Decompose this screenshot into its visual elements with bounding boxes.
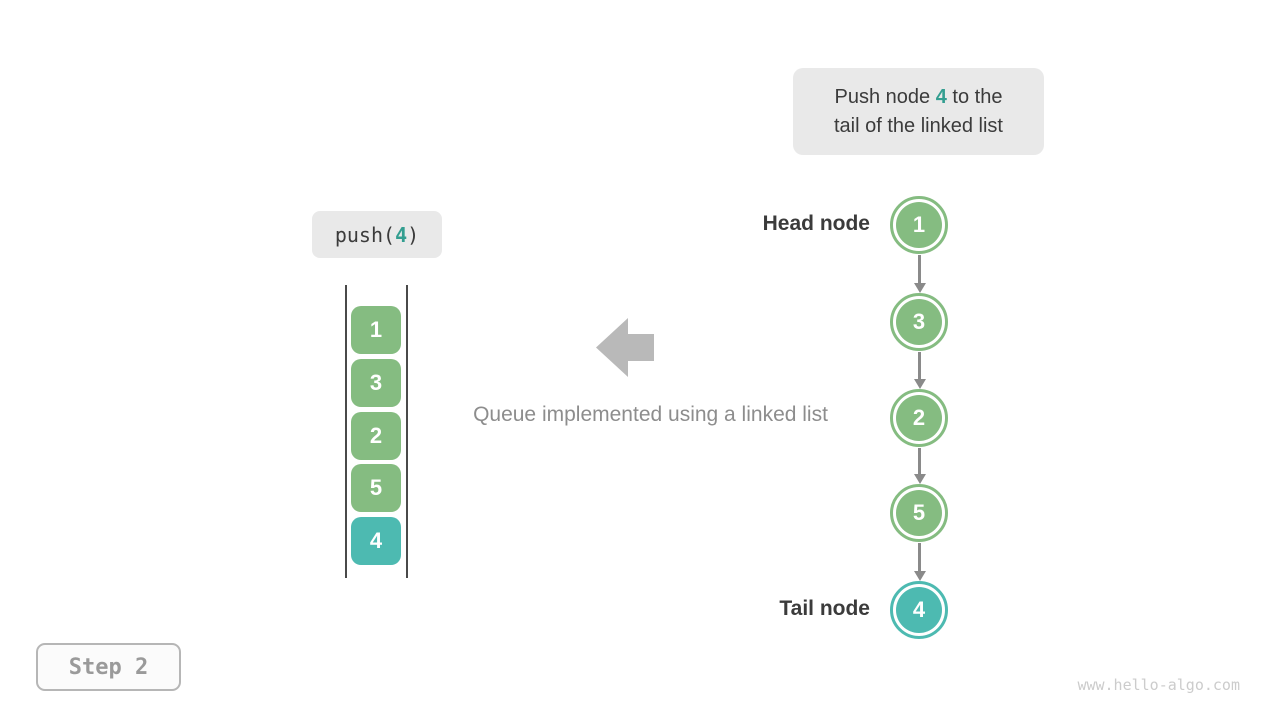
queue-rail-left: [345, 285, 347, 578]
push-call-pre: push(: [334, 222, 396, 247]
queue-item: 2: [351, 412, 401, 460]
linked-list-node: 2: [890, 389, 948, 447]
node-value: 4: [896, 587, 942, 633]
queue-item: 1: [351, 306, 401, 354]
instruction-bubble: Push node 4 to the tail of the linked li…: [793, 68, 1044, 155]
linked-list-node: 4: [890, 581, 948, 639]
push-call-arg: 4: [395, 222, 408, 247]
watermark-url: www.hello-algo.com: [1077, 676, 1240, 694]
linked-list-node: 5: [890, 484, 948, 542]
left-arrow-icon: [596, 318, 654, 377]
instruction-text: Push node 4 to the tail of the linked li…: [834, 83, 1003, 141]
queue-item: 3: [351, 359, 401, 407]
linked-list-node: 3: [890, 293, 948, 351]
linked-list-node: 1: [890, 196, 948, 254]
instruction-highlight-value: 4: [935, 85, 947, 108]
push-call-post: ): [407, 222, 420, 247]
step-badge: Step 2: [36, 643, 181, 691]
queue-item: 5: [351, 464, 401, 512]
down-arrow-icon: [913, 448, 926, 484]
head-node-label: Head node: [762, 212, 870, 235]
node-value: 5: [896, 490, 942, 536]
diagram-caption: Queue implemented using a linked list: [473, 403, 828, 426]
tail-node-label: Tail node: [779, 597, 870, 620]
down-arrow-icon: [913, 543, 926, 581]
queue-item: 4: [351, 517, 401, 565]
push-call-box: push(4): [312, 211, 442, 258]
instruction-line1-pre: Push node: [834, 85, 936, 108]
instruction-line1-post: to the: [946, 85, 1003, 108]
node-value: 2: [896, 395, 942, 441]
node-value: 3: [896, 299, 942, 345]
instruction-line2: tail of the linked list: [834, 114, 1003, 137]
down-arrow-icon: [913, 352, 926, 389]
down-arrow-icon: [913, 255, 926, 293]
queue-rail-right: [406, 285, 408, 578]
node-value: 1: [896, 202, 942, 248]
